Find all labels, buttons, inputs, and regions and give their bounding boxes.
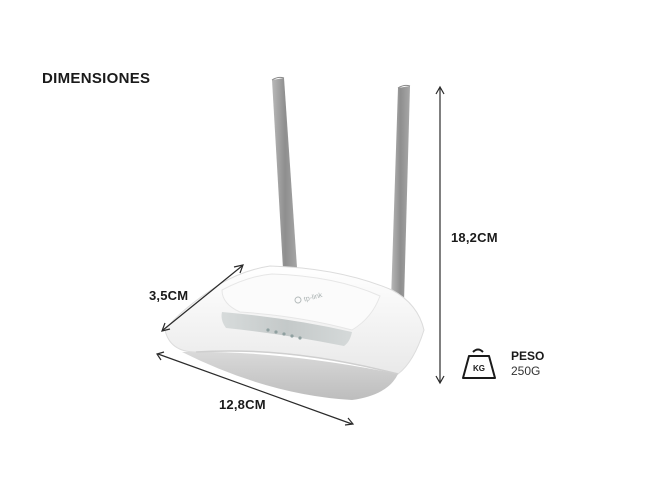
- right-antenna: [391, 84, 411, 302]
- weight-icon: KG: [462, 348, 496, 379]
- weight-icon-text: KG: [473, 364, 485, 373]
- weight-info: KG PESO 250G: [462, 344, 552, 384]
- height-label: 18,2CM: [451, 230, 498, 245]
- height-dimension-line: [435, 85, 445, 385]
- brand-logo: tp-link: [294, 292, 324, 304]
- width-label: 12,8CM: [219, 397, 266, 412]
- router-body: [164, 265, 425, 400]
- width-dimension-line: [156, 351, 355, 426]
- left-antenna: [271, 76, 298, 286]
- brand-mark: tp-link: [303, 292, 323, 303]
- weight-value: 250G: [511, 364, 541, 378]
- page-title: DIMENSIONES: [42, 70, 151, 87]
- depth-label: 3,5CM: [149, 288, 189, 303]
- depth-dimension-line: [161, 264, 244, 332]
- weight-label: PESO: [511, 349, 545, 363]
